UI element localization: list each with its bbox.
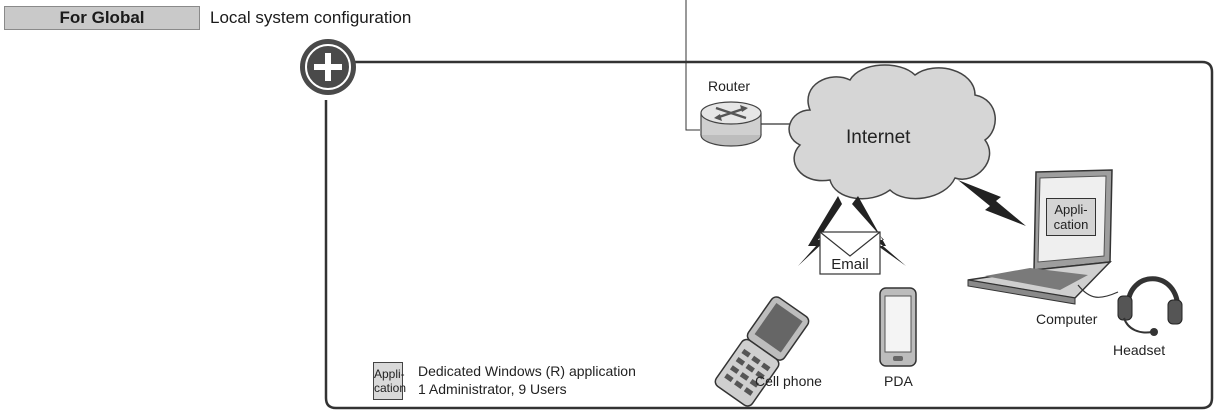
- plus-badge-icon: [300, 39, 356, 95]
- legend-line1: Dedicated Windows (R) application: [418, 363, 636, 379]
- router-uplink-line: [685, 0, 700, 131]
- wireless-link-phone-icon: [798, 196, 842, 266]
- app-screen-line1: Appli-: [1054, 202, 1088, 217]
- pda-icon: [879, 287, 917, 367]
- cell-phone-icon: [714, 296, 810, 407]
- email-envelope-icon: [819, 231, 881, 275]
- headset-label: Headset: [1113, 342, 1166, 358]
- legend-box-line2: cation: [374, 381, 407, 395]
- router-label: Router: [708, 78, 751, 94]
- legend-box-line1: Appli-: [374, 367, 405, 381]
- legend-line2: 1 Administrator, 9 Users: [418, 381, 567, 397]
- laptop-application-badge: Appli- cation: [1046, 198, 1096, 236]
- internet-cloud-icon: [788, 64, 996, 200]
- laptop-icon: [967, 169, 1113, 305]
- pda-label: PDA: [884, 373, 913, 389]
- legend-application-badge: Appli- cation: [373, 362, 407, 400]
- legend-text: Dedicated Windows (R) application 1 Admi…: [418, 362, 636, 398]
- router-icon: [700, 101, 762, 147]
- app-screen-line2: cation: [1053, 217, 1089, 232]
- computer-label: Computer: [1036, 311, 1098, 327]
- wireless-link-laptop-icon: [958, 180, 1026, 226]
- email-label: Email: [831, 256, 869, 273]
- internet-label: Internet: [846, 127, 911, 148]
- diagram-subtitle: Local system configuration: [210, 8, 412, 27]
- headset-icon: [1077, 276, 1183, 336]
- system-frame: [324, 60, 1214, 410]
- wireless-link-pda-icon: [852, 196, 906, 266]
- region-tag: For Global: [4, 6, 200, 30]
- cell-phone-label: Cell phone: [755, 373, 822, 389]
